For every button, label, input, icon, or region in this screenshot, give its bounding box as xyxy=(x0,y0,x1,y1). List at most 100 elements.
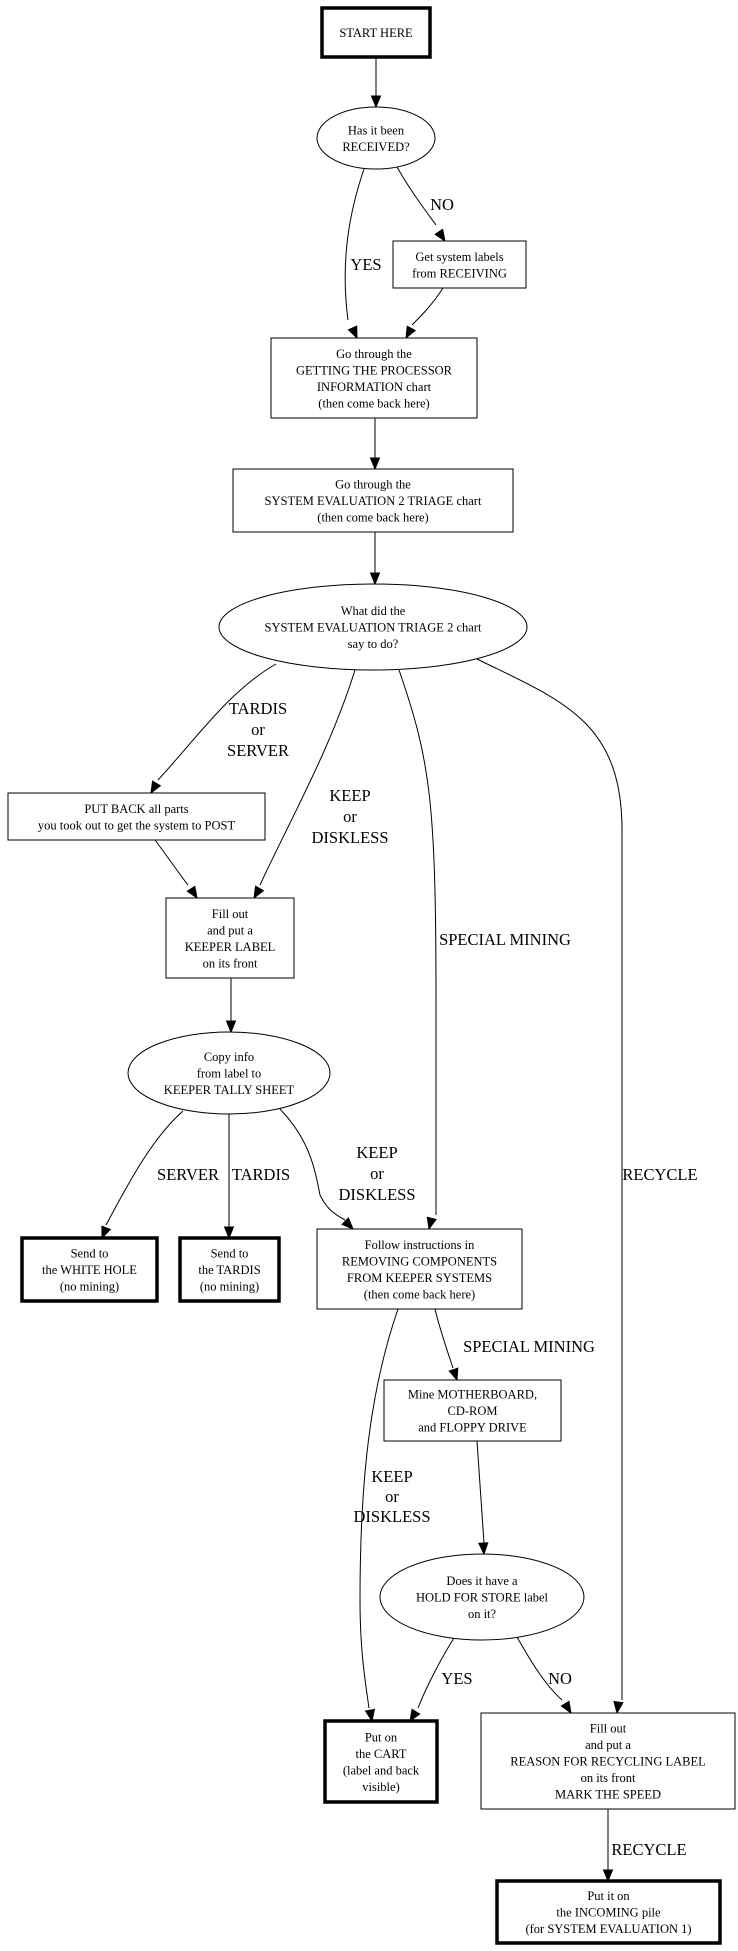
arrowhead-icon xyxy=(369,457,381,471)
edge-label-line: KEEP xyxy=(371,1467,412,1486)
edge-label-line: KEEP xyxy=(329,786,370,805)
node-text-line: on its front xyxy=(203,956,258,970)
node-text-line: CD-ROM xyxy=(447,1404,497,1418)
node-text-line: HOLD FOR STORE label xyxy=(416,1591,549,1605)
node-text-line: on it? xyxy=(468,1607,497,1621)
arrowhead-icon xyxy=(369,572,381,586)
edge-line xyxy=(259,669,356,886)
arrowhead-icon xyxy=(347,325,358,340)
edge-keeper_label-to-copy_info xyxy=(225,978,237,1034)
edge-label: SERVER xyxy=(157,1165,219,1184)
node-text-line: say to do? xyxy=(348,637,399,651)
node-text-line: RECEIVED? xyxy=(342,140,410,154)
node-follow: Follow instructions in REMOVING COMPONENT… xyxy=(316,1228,523,1310)
edge-label: YES xyxy=(350,255,381,274)
edge-line xyxy=(359,1308,399,1709)
node-text-line: SYSTEM EVALUATION 2 TRIAGE chart xyxy=(265,494,482,508)
node-text-line: Put on xyxy=(365,1730,398,1744)
edges-layer xyxy=(101,57,624,1883)
arrowhead-icon xyxy=(253,885,265,900)
edge-label-line: YES xyxy=(441,1669,472,1688)
edge-received-to-processor xyxy=(344,168,365,340)
node-text-line: from RECEIVING xyxy=(412,266,507,280)
edge-follow-to-mine xyxy=(434,1308,459,1382)
node-text-line: Follow instructions in xyxy=(365,1238,475,1252)
node-text-line: INFORMATION chart xyxy=(317,380,432,394)
arrowhead-icon xyxy=(225,1020,237,1034)
node-text-line: SYSTEM EVALUATION TRIAGE 2 chart xyxy=(265,621,482,635)
edge-label: SPECIAL MINING xyxy=(439,930,571,949)
arrowhead-icon xyxy=(409,1708,421,1723)
node-text-line: Put it on xyxy=(587,1889,630,1903)
decision-ellipse xyxy=(379,1553,585,1641)
process-box xyxy=(320,6,432,59)
node-text-line: (then come back here) xyxy=(317,511,428,525)
edge-processor-to-triage xyxy=(369,418,381,471)
edge-line xyxy=(398,669,437,1215)
edge-line xyxy=(476,658,623,1700)
arrowhead-icon xyxy=(370,95,382,109)
node-text-line: REMOVING COMPONENTS xyxy=(342,1254,497,1268)
arrowhead-icon xyxy=(405,325,417,340)
node-get-labels: Get system labels from RECEIVING xyxy=(392,240,527,289)
process-box xyxy=(480,1712,736,1810)
node-text-line: KEEPER TALLY SHEET xyxy=(164,1083,295,1097)
node-text-line: GETTING THE PROCESSOR xyxy=(296,363,453,377)
edge-label-line: KEEP xyxy=(356,1143,397,1162)
edge-triage-to-what_did xyxy=(369,532,381,586)
edge-label-line: NO xyxy=(548,1669,572,1688)
node-start: START HERE xyxy=(320,6,432,59)
edge-line xyxy=(157,663,277,781)
edge-put_back-to-keeper_label xyxy=(154,839,198,900)
decision-ellipse xyxy=(316,106,436,170)
edge-line xyxy=(344,168,365,321)
edge-copy_info-to-follow xyxy=(279,1108,354,1230)
node-text-line: Fill out xyxy=(212,907,249,921)
edge-label-line: or xyxy=(251,720,265,739)
edge-label-line: SERVER xyxy=(157,1165,219,1184)
arrowhead-icon xyxy=(478,1542,489,1556)
process-box xyxy=(165,897,295,979)
node-text-line: Mine MOTHERBOARD, xyxy=(408,1388,537,1402)
edge-label-line: RECYCLE xyxy=(611,1840,686,1859)
node-text-line: Get system labels xyxy=(415,250,503,264)
edge-label: RECYCLE xyxy=(622,1165,697,1184)
node-text-line: and put a xyxy=(585,1738,631,1752)
arrowhead-icon xyxy=(101,1225,112,1240)
edge-label: NO xyxy=(430,195,454,214)
node-text-line: on its front xyxy=(581,1771,636,1785)
edge-line xyxy=(105,1110,184,1226)
edge-label-line: RECYCLE xyxy=(622,1165,697,1184)
arrowhead-icon xyxy=(448,1367,459,1382)
node-text-line: you took out to get the system to POST xyxy=(38,818,236,832)
node-text-line: Go through the xyxy=(336,347,412,361)
process-box xyxy=(7,792,266,841)
decision-ellipse xyxy=(218,583,528,671)
arrowhead-icon xyxy=(150,780,162,795)
edge-line xyxy=(516,1636,563,1701)
edge-line xyxy=(417,1637,455,1709)
edge-line xyxy=(154,839,189,886)
edge-label-line: SERVER xyxy=(227,741,289,760)
node-text-line: (no mining) xyxy=(60,1280,119,1294)
process-box xyxy=(323,1719,439,1804)
node-text-line: and FLOPPY DRIVE xyxy=(418,1421,527,1435)
edge-label-line: TARDIS xyxy=(229,699,287,718)
edge-label: YES xyxy=(441,1669,472,1688)
edge-label: NO xyxy=(548,1669,572,1688)
node-text-line: (then come back here) xyxy=(364,1287,475,1301)
edge-line xyxy=(279,1108,346,1221)
